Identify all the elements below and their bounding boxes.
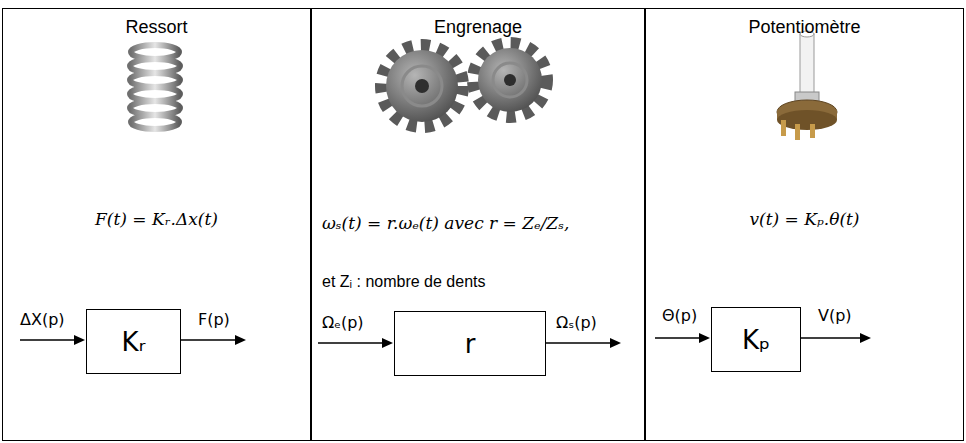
signal-name: Ωₛ(p): [556, 313, 597, 332]
gears-picture: [382, 44, 546, 126]
formula-text: ωₛ(t) = r.ωₑ(t) avec r = Zₑ/Zₛ,: [322, 213, 569, 233]
gain-text: Kᵣ: [122, 327, 146, 357]
spring-picture: [130, 45, 180, 129]
signal-name: ΔX(p): [20, 310, 65, 329]
formula-text: F(t) = Kᵣ.Δx(t): [3, 209, 310, 229]
formula-text: v(t) = Kₚ.θ(t): [646, 209, 963, 229]
gain-text: Kₚ: [742, 325, 770, 355]
gain-text: r: [465, 329, 476, 359]
table-cell: Engrenage ωₛ(t) = r.ωₑ(t) avec r = Zₑ/Zₛ,…: [311, 8, 645, 441]
transfer-block: r: [394, 311, 546, 376]
signal-name: V(p): [818, 306, 852, 325]
column-heading: Potentiomètre: [646, 17, 963, 38]
signal-name: Θ(p): [662, 306, 697, 325]
note-text: et Zᵢ : nombre de dents: [322, 273, 486, 291]
column-heading: Engrenage: [312, 17, 644, 38]
column-heading: Ressort: [3, 17, 310, 38]
table-cell: Potentiomètre v(t) = Kₚ.θ(t) Kₚ: [645, 8, 964, 441]
table-cell: RessortF(t) = Kᵣ.Δx(t) Kᵣ: [2, 8, 311, 441]
transfer-block: Kₚ: [711, 307, 801, 372]
signal-name: F(p): [198, 310, 230, 329]
potentiometer-picture: [777, 31, 837, 140]
transfer-block: Kᵣ: [86, 309, 181, 374]
signal-name: Ωₑ(p): [322, 313, 364, 332]
